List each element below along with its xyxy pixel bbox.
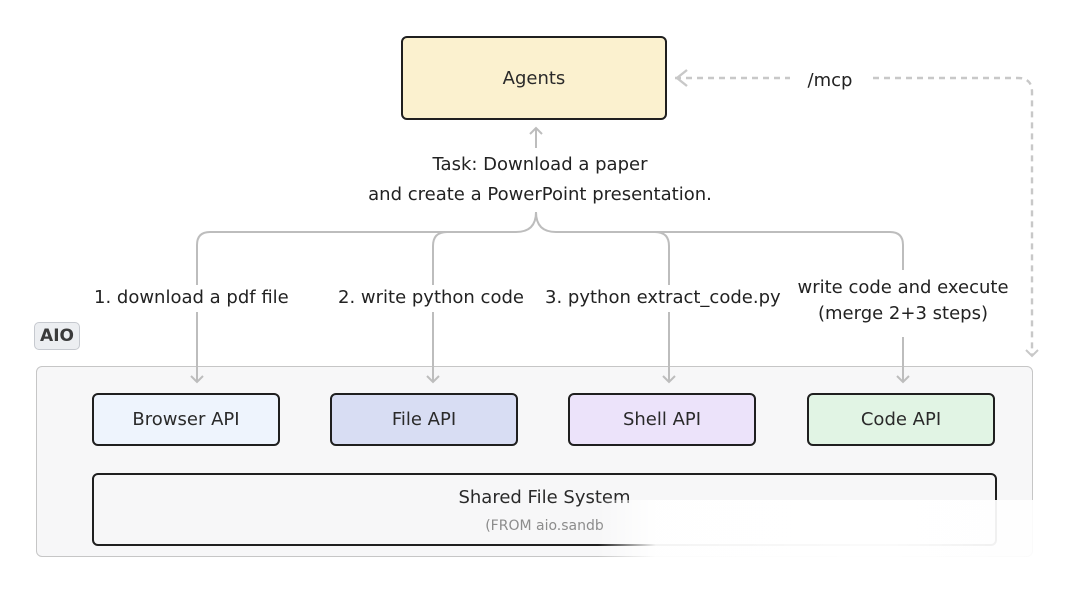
aio-tag: AIO [34,322,80,350]
branch-file [432,231,448,285]
step-download-label: 1. download a pdf file [94,287,289,308]
mcp-arrowhead-left [675,69,688,87]
agents-label: Agents [502,67,566,89]
step-merged-label: write code and execute (merge 2+3 steps) [788,275,1018,327]
shell-api-label: Shell API [622,409,702,430]
shared-file-system-box: Shared File System (FROM aio.sandb [92,473,997,546]
step-merged-line-2: (merge 2+3 steps) [818,303,988,324]
code-api-label: Code API [860,409,942,430]
mcp-label: /mcp [790,68,870,94]
browser-api-box: Browser API [92,393,280,446]
shared-file-system-title: Shared File System [458,487,631,508]
task-description: Task: Download a paper and create a Powe… [340,150,740,210]
branch-shell [654,231,670,285]
agents-box: Agents [401,36,667,120]
file-api-box: File API [330,393,518,446]
browser-api-label: Browser API [132,409,240,430]
code-api-box: Code API [807,393,995,446]
mcp-dashed-path [675,76,1039,358]
step-merged-line-1: write code and execute [797,277,1009,298]
task-line-2: and create a PowerPoint presentation. [368,184,712,205]
task-line-1: Task: Download a paper [432,154,648,175]
step-run-script-label: 3. python extract_code.py [545,287,781,308]
brace-connector [196,211,904,285]
shell-api-box: Shell API [568,393,756,446]
step-write-code-label: 2. write python code [338,287,524,308]
file-api-label: File API [391,409,457,430]
shared-file-system-subtitle: (FROM aio.sandb [485,518,604,534]
